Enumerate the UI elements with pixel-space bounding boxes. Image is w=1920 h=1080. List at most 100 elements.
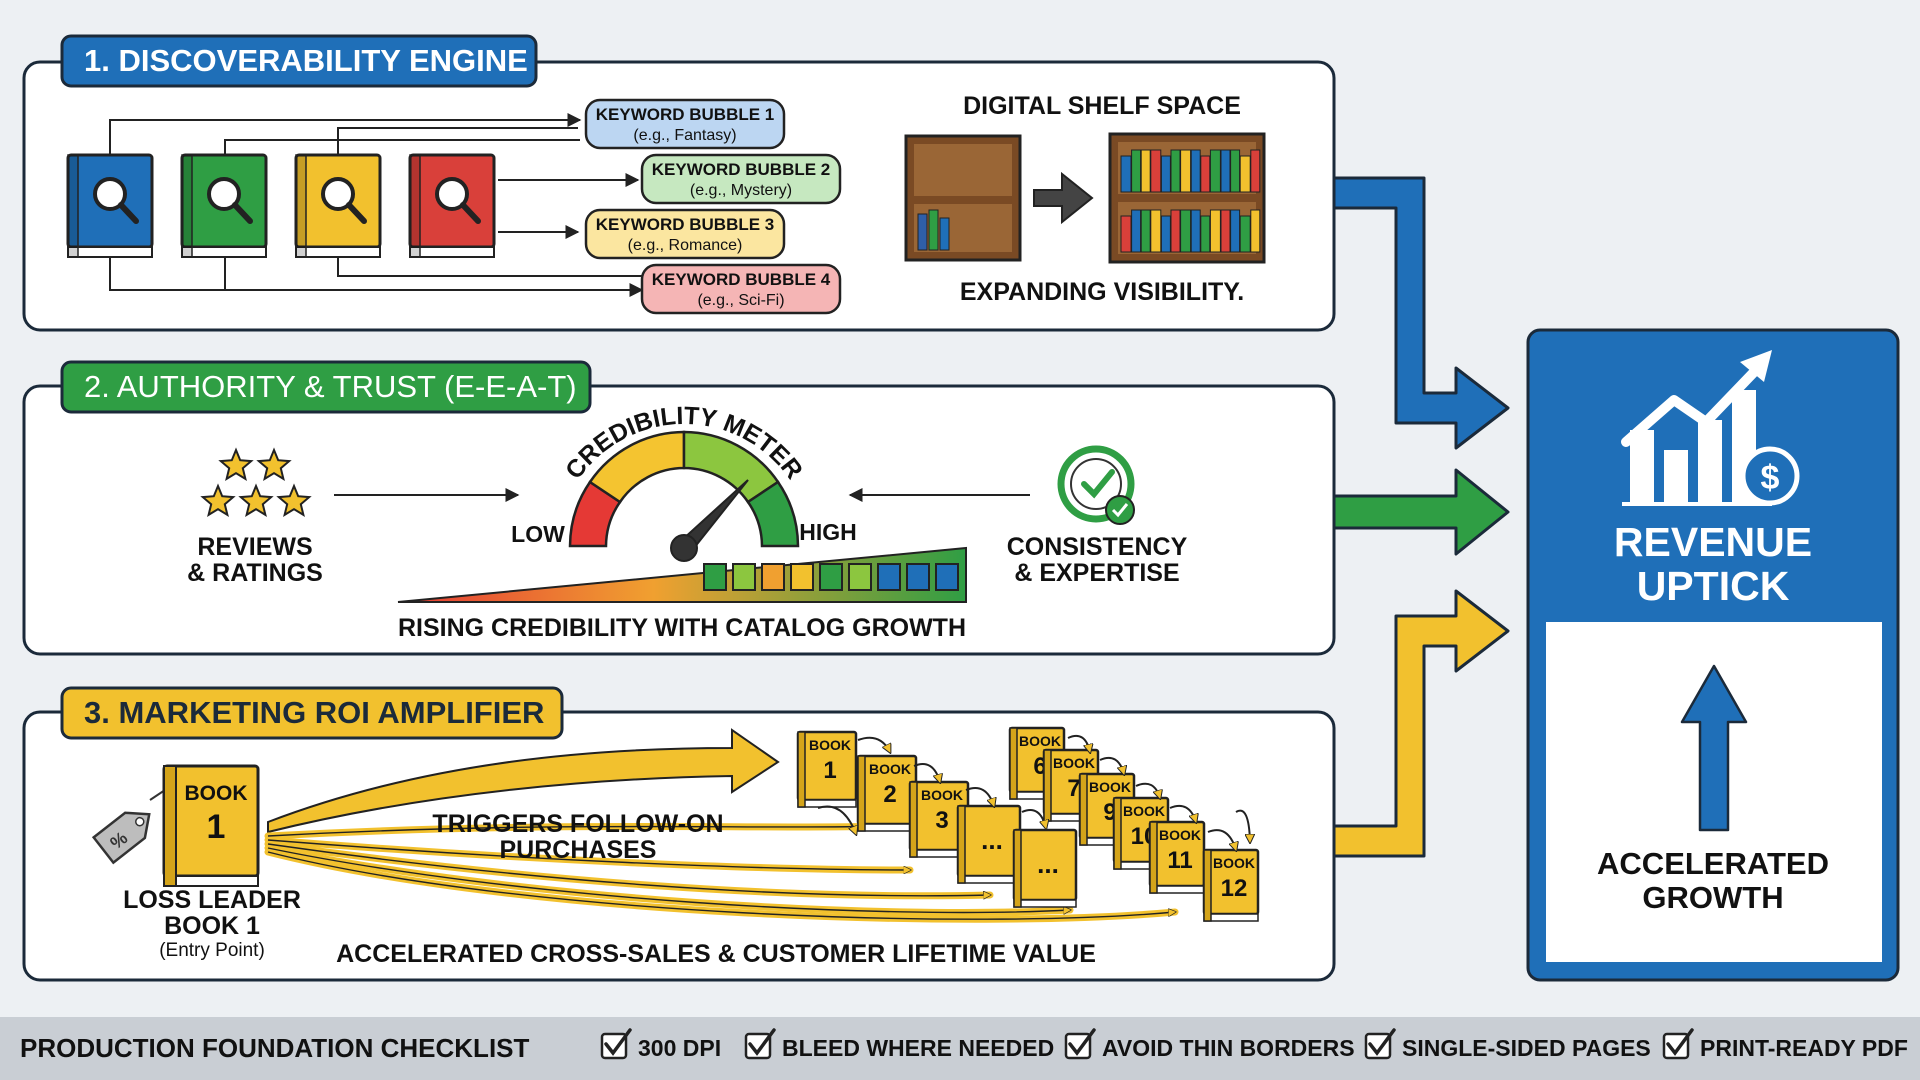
checklist-item: AVOID THIN BORDERS (1064, 1028, 1355, 1061)
checklist-item: BLEED WHERE NEEDED (744, 1028, 1054, 1061)
series-arrow (1099, 756, 1124, 774)
flow-arrow-yellow (1332, 589, 1510, 858)
dollar-coin-icon: $ (1740, 446, 1800, 506)
low-label: LOW (511, 521, 565, 547)
checklist-item-label: BLEED WHERE NEEDED (782, 1035, 1054, 1061)
loss-leader-line1: LOSS LEADER (123, 886, 301, 914)
book-bubble-connectors (109, 113, 644, 297)
svg-text:...: ... (981, 825, 1003, 855)
checkbox-icon (744, 1032, 772, 1060)
checklist-bar (0, 1017, 1920, 1080)
series-arrow (817, 805, 856, 834)
search-book-icon-3 (294, 153, 382, 258)
keyword-bubble-name: KEYWORD BUBBLE 4 (652, 270, 831, 289)
checkbox-icon (1662, 1032, 1690, 1060)
svg-text:BOOK: BOOK (1159, 827, 1201, 843)
keyword-bubble-example: (e.g., Mystery) (690, 182, 792, 199)
keyword-bubble-3: KEYWORD BUBBLE 3 (e.g., Romance) (584, 208, 786, 260)
svg-text:...: ... (1037, 849, 1059, 879)
section-title-authority: 2. AUTHORITY & TRUST (E-E-A-T) (84, 369, 577, 404)
panel-authority (22, 384, 1336, 656)
keyword-bubbles: KEYWORD BUBBLE 1(e.g., Fantasy)KEYWORD B… (584, 98, 842, 315)
shelf-arrow-icon (1033, 171, 1094, 225)
svg-text:$: $ (1761, 459, 1780, 497)
flow-arrow-green (1332, 468, 1510, 556)
loss-leader-line3: (Entry Point) (159, 940, 265, 961)
clock-check-icon (1057, 445, 1135, 525)
svg-text:11: 11 (1167, 847, 1192, 874)
consistency-label-line1: CONSISTENCY (1007, 533, 1188, 561)
checkbox-icon (1364, 1032, 1392, 1060)
reviews-label-line1: REVIEWS (197, 533, 312, 561)
search-book-icon-2 (180, 153, 268, 258)
section-title-marketing: 3. MARKETING ROI AMPLIFIER (84, 695, 544, 730)
series-arrow (1021, 809, 1046, 828)
svg-text:BOOK: BOOK (1089, 779, 1131, 795)
series-arrow (857, 736, 890, 752)
svg-text:3: 3 (935, 807, 948, 834)
svg-text:BOOK: BOOK (869, 761, 911, 777)
checklist-item-label: 300 DPI (638, 1035, 721, 1061)
catalog-growth-blocks (703, 563, 959, 591)
svg-text:BOOK: BOOK (1053, 755, 1095, 771)
search-book-icon-4 (408, 153, 496, 258)
section-tab-discoverability: 1. DISCOVERABILITY ENGINE (60, 34, 538, 88)
checklist-item: 300 DPI (600, 1028, 721, 1061)
svg-text:BOOK: BOOK (1213, 855, 1255, 871)
section-title-discoverability: 1. DISCOVERABILITY ENGINE (84, 43, 528, 78)
keyword-bubble-4: KEYWORD BUBBLE 4 (e.g., Sci-Fi) (640, 263, 842, 315)
search-book-icon-1 (66, 153, 154, 258)
series-arrow (1169, 804, 1196, 822)
svg-text:BOOK: BOOK (185, 782, 248, 805)
keyword-bubble-2: KEYWORD BUBBLE 2 (e.g., Mystery) (640, 153, 842, 205)
check-mark-icon (1068, 1028, 1096, 1056)
svg-text:BOOK: BOOK (809, 737, 851, 753)
revenue-title-line1: REVENUE (1614, 519, 1812, 565)
section-tab-marketing: 3. MARKETING ROI AMPLIFIER (60, 686, 564, 740)
series-book-2: BOOK 2 (856, 754, 918, 832)
high-label: HIGH (799, 519, 857, 545)
trigger-label-line1: TRIGGERS FOLLOW-ON (432, 810, 723, 838)
keyword-bubble-name: KEYWORD BUBBLE 2 (652, 160, 831, 179)
keyword-bubble-example: (e.g., Romance) (628, 237, 743, 254)
follow-on-arrows (264, 728, 1179, 923)
entry-book-icon: BOOK 1 (162, 764, 260, 887)
keyword-bubble-name: KEYWORD BUBBLE 1 (596, 105, 775, 124)
section-tab-authority: 2. AUTHORITY & TRUST (E-E-A-T) (60, 360, 592, 414)
growth-label-line1: ACCELERATED (1597, 846, 1829, 881)
check-mark-icon (604, 1028, 632, 1056)
growth-arrow-icon (1680, 664, 1748, 832)
revenue-title-line2: UPTICK (1637, 563, 1790, 609)
search-books (66, 153, 496, 258)
series-arrow (1067, 734, 1090, 752)
loss-leader-line2: BOOK 1 (164, 912, 260, 940)
authority-caption: RISING CREDIBILITY WITH CATALOG GROWTH (398, 614, 966, 642)
star-rating-icon (200, 447, 312, 518)
checklist-item: PRINT-READY PDF (1662, 1028, 1908, 1061)
checklist-item-label: PRINT-READY PDF (1700, 1035, 1908, 1061)
keyword-bubble-name: KEYWORD BUBBLE 3 (596, 215, 775, 234)
checklist-title: PRODUCTION FOUNDATION CHECKLIST (20, 1033, 530, 1063)
price-tag-icon: % (91, 811, 151, 865)
keyword-bubble-example: (e.g., Fantasy) (633, 127, 736, 144)
check-mark-icon (748, 1028, 776, 1056)
series-arrow (1207, 829, 1236, 850)
check-mark-icon (1368, 1028, 1396, 1056)
keyword-bubble-1: KEYWORD BUBBLE 1 (e.g., Fantasy) (584, 98, 786, 150)
check-mark-icon (1666, 1028, 1694, 1056)
keyword-bubble-example: (e.g., Sci-Fi) (697, 292, 784, 309)
growth-label-line2: GROWTH (1642, 880, 1783, 915)
svg-text:2: 2 (883, 781, 896, 808)
series-arrow (1235, 809, 1250, 842)
empty-shelf-icon (904, 134, 1022, 262)
marketing-caption: ACCELERATED CROSS-SALES & CUSTOMER LIFET… (336, 940, 1096, 968)
checklist-item-label: SINGLE-SIDED PAGES (1402, 1035, 1651, 1061)
series-progress-arrows (817, 734, 1250, 850)
svg-text:BOOK: BOOK (1123, 803, 1165, 819)
trigger-label-line2: PURCHASES (500, 836, 657, 864)
consistency-label-line2: & EXPERTISE (1014, 559, 1179, 587)
svg-text:7: 7 (1067, 775, 1080, 802)
